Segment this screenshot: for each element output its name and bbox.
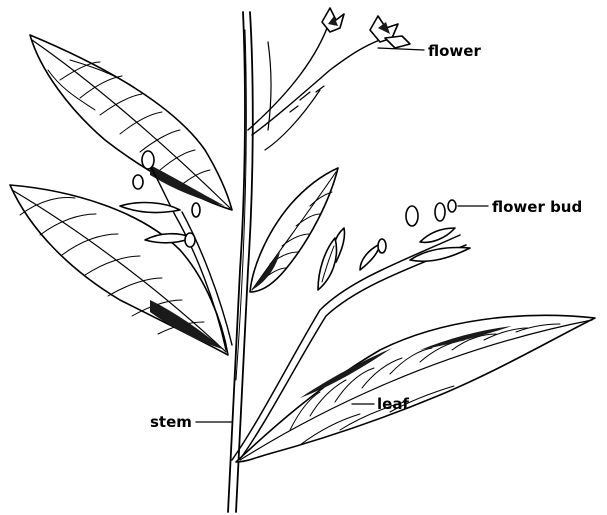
label-flower: flower xyxy=(428,42,481,60)
flower-branch xyxy=(248,8,410,150)
leaf-upper-left xyxy=(30,35,232,210)
leaf-right-large xyxy=(236,315,595,462)
main-stem xyxy=(228,12,253,512)
label-leaf: leaf xyxy=(377,395,409,413)
label-flower-bud: flower bud xyxy=(492,198,582,216)
label-stem: stem xyxy=(150,413,192,431)
flower-leader xyxy=(378,48,424,50)
